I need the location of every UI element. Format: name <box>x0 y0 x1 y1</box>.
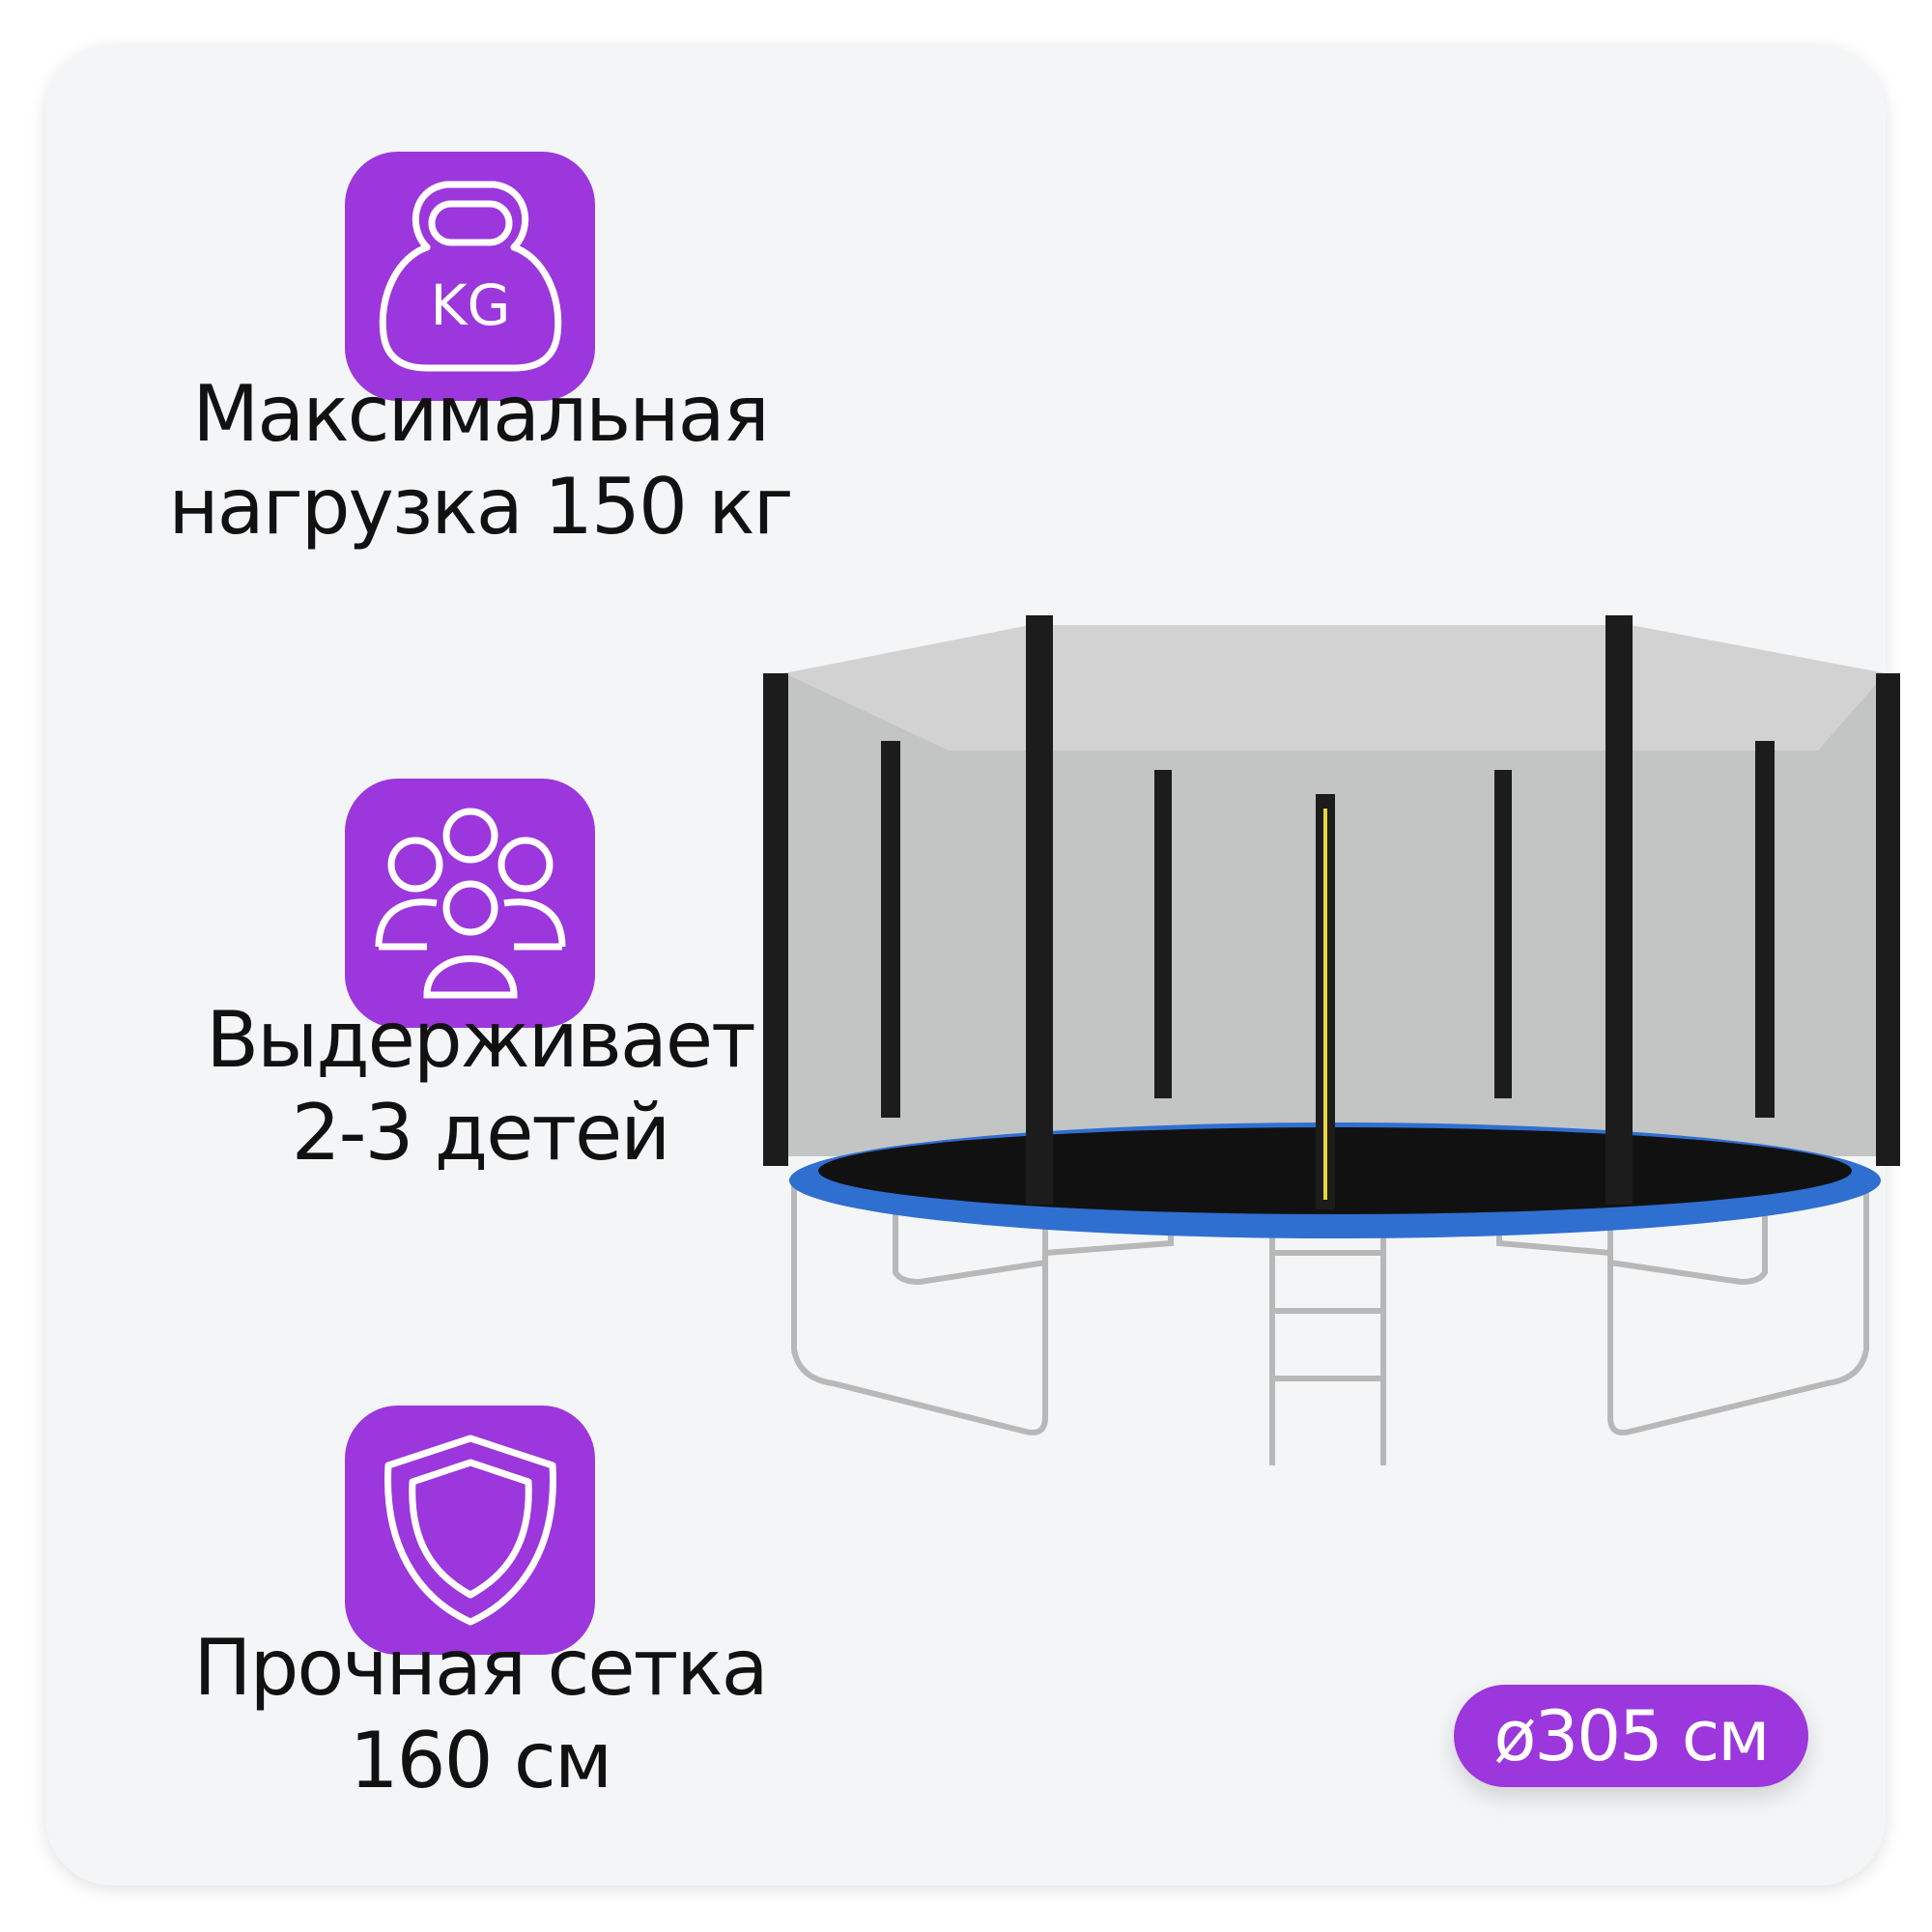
kettlebell-icon: KG <box>379 181 561 372</box>
feature-line: 160 см <box>349 1716 612 1805</box>
kettlebell-icon-tile: KG <box>345 152 595 401</box>
feature-line: Выдерживает <box>206 995 755 1085</box>
feature-max-load: Максимальная нагрузка 150 кг <box>132 368 828 554</box>
group-icon <box>375 808 565 999</box>
product-card: KG Максимальная нагрузка 150 кг Выдержив… <box>45 45 1900 1886</box>
shield-icon <box>384 1435 556 1626</box>
feature-line: Прочная сетка <box>193 1623 768 1713</box>
svg-text:KG: KG <box>430 272 510 338</box>
shield-icon-tile <box>345 1406 595 1655</box>
trampoline-image <box>763 615 1900 1465</box>
feature-line: нагрузка 150 кг <box>168 462 793 552</box>
group-icon-tile <box>345 779 595 1028</box>
feature-net: Прочная сетка 160 см <box>132 1622 828 1807</box>
feature-line: Максимальная <box>192 369 769 459</box>
feature-capacity: Выдерживает 2-3 детей <box>132 994 828 1179</box>
feature-line: 2-3 детей <box>291 1088 670 1178</box>
diameter-badge: ø305 см <box>1454 1685 1808 1787</box>
